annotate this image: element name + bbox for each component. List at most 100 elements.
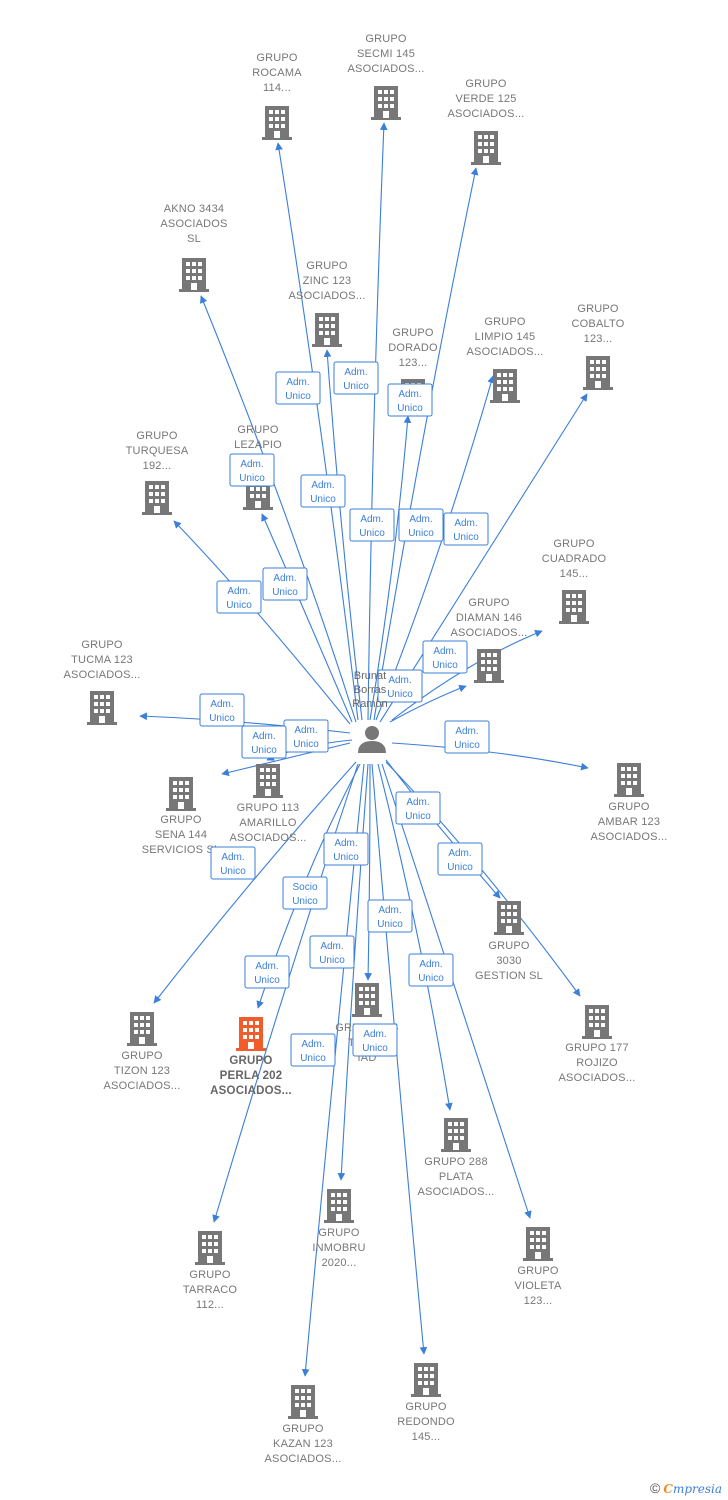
person-label: Brunat	[354, 670, 386, 682]
role-badge-topac[interactable]: Adm.Unico	[323, 832, 369, 866]
badge-text: Adm.	[286, 377, 309, 388]
role-badge-violeta[interactable]: Adm.Unico	[408, 953, 454, 987]
role-badge-akno[interactable]: Adm.Unico	[275, 371, 321, 405]
role-badge-amarillo[interactable]: Adm. Unico	[241, 725, 287, 759]
badge-text: Adm.	[227, 586, 250, 597]
node-label: ROJIZO	[576, 1057, 618, 1069]
badge-text: Unico	[359, 528, 385, 539]
company-node-dorado[interactable]: GRUPODORADO123...	[388, 327, 438, 413]
company-node-turquesa[interactable]: GRUPOTURQUESA192...	[126, 430, 189, 515]
node-label: GRUPO	[306, 260, 348, 272]
edge-tarraco	[212, 763, 359, 1223]
edge-dorado	[369, 415, 412, 721]
company-node-cobalto[interactable]: GRUPOCOBALTO123...	[572, 303, 625, 390]
badge-box	[199, 693, 245, 727]
role-badge-limpio[interactable]: Adm.Unico	[398, 508, 444, 542]
role-badge-sena[interactable]: Adm.Unico	[283, 719, 329, 753]
badge-text: Unico	[251, 745, 277, 756]
node-label: GRUPO	[392, 327, 434, 339]
company-node-redondo[interactable]: GRUPOREDONDO145...	[397, 1363, 455, 1443]
badge-box	[352, 1023, 398, 1057]
company-node-rojizo[interactable]: GRUPO 177ROJIZOASOCIADOS...	[559, 1005, 636, 1084]
company-node-cuadrado[interactable]: GRUPOCUADRADO145...	[542, 538, 607, 624]
edge-sena	[221, 742, 351, 777]
badge-text: Unico	[254, 975, 280, 986]
role-badge-tucma[interactable]: Adm.Unico	[199, 693, 245, 727]
role-badge-verde[interactable]: Adm.Unico	[387, 383, 433, 417]
badge-text: Adm.	[409, 514, 432, 525]
badge-box	[395, 791, 441, 825]
role-badge-cobalto[interactable]: Adm.Unico	[443, 512, 489, 546]
node-label: ASOCIADOS...	[348, 63, 425, 75]
role-badge-diaman[interactable]: Adm.Unico	[377, 669, 423, 703]
role-badge-zinc[interactable]: Adm.Unico	[300, 474, 346, 508]
role-badge-kazan[interactable]: Adm.Unico	[290, 1033, 336, 1067]
company-node-plata[interactable]: GRUPO 288PLATAASOCIADOS...	[418, 1118, 495, 1198]
badge-box	[229, 453, 275, 487]
node-label: VERDE 125	[455, 93, 516, 105]
company-node-tarraco[interactable]: GRUPOTARRACO112...	[183, 1231, 238, 1311]
node-label: 192...	[143, 460, 172, 472]
node-label: ASOCIADOS...	[289, 290, 366, 302]
role-badge-tizon[interactable]: Adm. Unico	[210, 846, 256, 880]
company-node-amarillo[interactable]: GRUPO 113AMARILLOASOCIADOS...	[230, 764, 307, 844]
badge-text: Adm.	[252, 731, 275, 742]
node-label: GRUPO	[136, 430, 178, 442]
badge-text: Unico	[453, 532, 479, 543]
company-node-rocama[interactable]: GRUPOROCAMA114...	[252, 52, 302, 140]
edge-secmi	[367, 122, 388, 721]
node-label: AKNO 3434	[164, 203, 225, 215]
node-label: ASOCIADOS...	[104, 1080, 181, 1092]
role-badge-tarraco[interactable]: Adm.Unico	[244, 955, 290, 989]
node-label: ASOCIADOS...	[64, 669, 141, 681]
node-label: INMOBRU	[312, 1242, 365, 1254]
badge-text: Adm.	[378, 905, 401, 916]
brand-logo[interactable]: Cmpresia	[663, 1482, 722, 1496]
node-label: ASOCIADOS...	[230, 832, 307, 844]
company-node-violeta[interactable]: GRUPOVIOLETA123...	[514, 1227, 562, 1307]
node-label: GRUPO	[237, 424, 279, 436]
company-node-inmobru[interactable]: GRUPOINMOBRU2020...	[312, 1189, 365, 1269]
building-icon	[87, 691, 117, 725]
footer-brand: ©Cmpresia	[650, 1480, 722, 1496]
node-label: GRUPO	[81, 639, 123, 651]
badge-text: Adm.	[448, 848, 471, 859]
role-badge-lezapio[interactable]: Adm.Unico	[262, 567, 308, 601]
role-badge-redondo[interactable]: Adm.Unico	[352, 1023, 398, 1057]
role-badge-g3030[interactable]: Adm.Unico	[395, 791, 441, 825]
role-badge-cuadrado[interactable]: Adm.Unico	[422, 640, 468, 674]
role-badge-plata[interactable]: Adm.Unico	[367, 899, 413, 933]
node-label: GRUPO	[160, 814, 202, 826]
badge-text: Unico	[343, 381, 369, 392]
node-label: LEZAPIO	[234, 439, 282, 451]
role-badge-dorado[interactable]: Adm.Unico	[349, 508, 395, 542]
node-label: ROCAMA	[252, 67, 302, 79]
role-badge-rocama[interactable]: Adm.Unico	[229, 453, 275, 487]
badge-text: Unico	[220, 866, 246, 877]
role-badge-ambar[interactable]: Adm.Unico	[444, 720, 490, 754]
role-badge-turquesa[interactable]: Adm.Unico	[216, 580, 262, 614]
role-badge-secmi[interactable]: Adm.Unico	[333, 361, 379, 395]
role-badge-inmobru[interactable]: Adm.Unico	[309, 935, 355, 969]
role-badge-rojizo[interactable]: Adm.Unico	[437, 842, 483, 876]
node-label: GRUPO 177	[565, 1042, 629, 1054]
node-label: GRUPO	[121, 1050, 163, 1062]
badge-text: Adm.	[221, 852, 244, 863]
node-label: REDONDO	[397, 1416, 455, 1428]
